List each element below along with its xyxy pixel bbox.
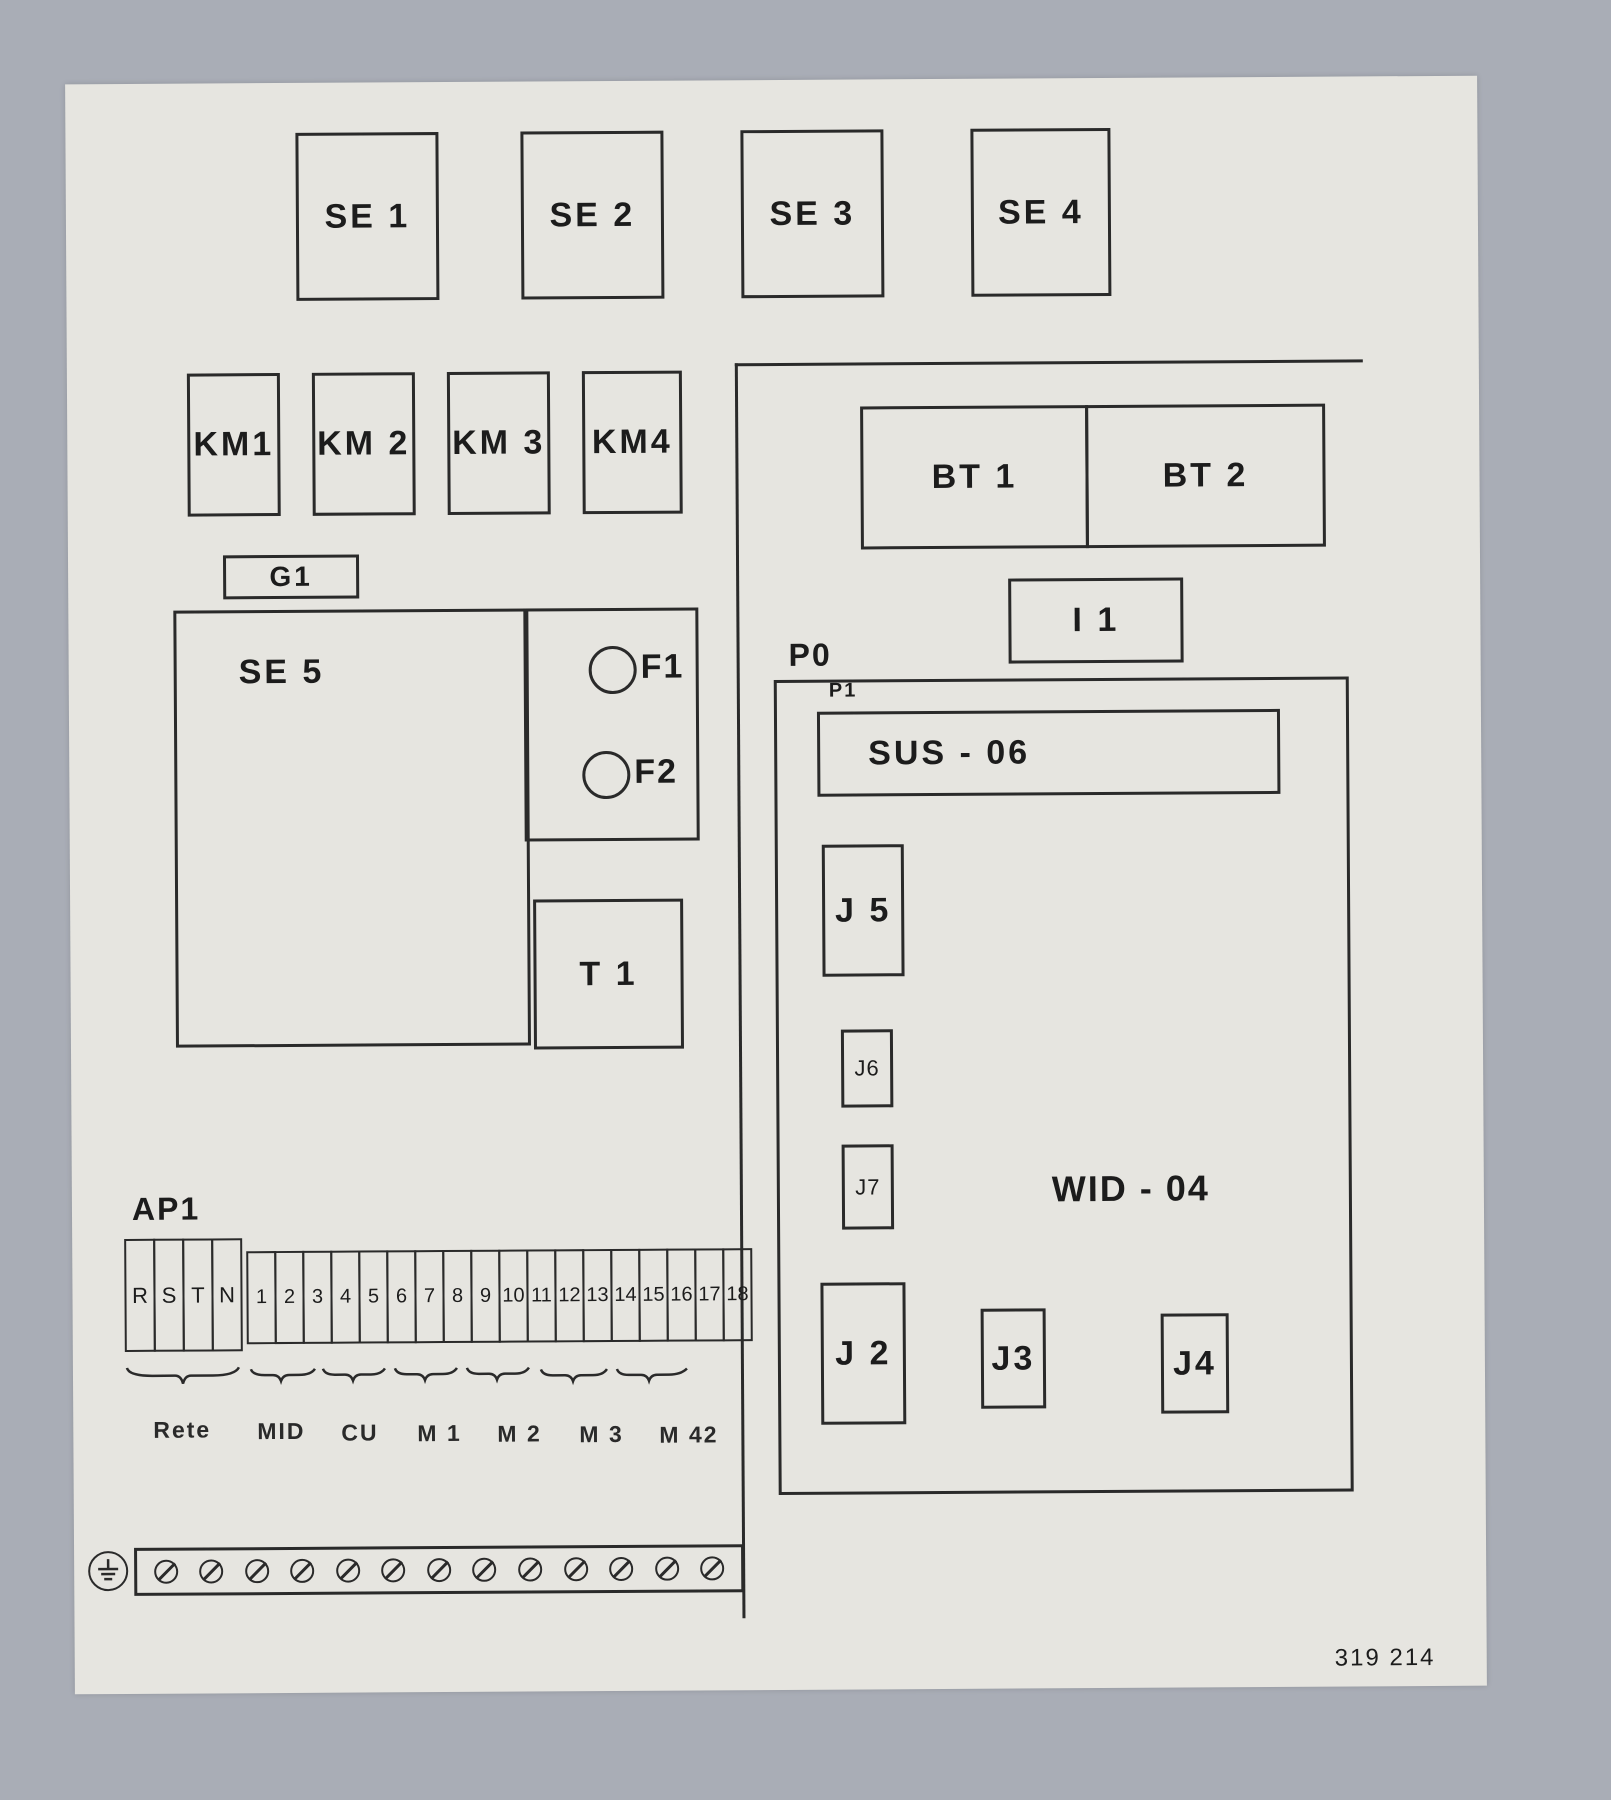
terminal-3: 3	[302, 1250, 333, 1344]
screw-icon	[609, 1556, 634, 1582]
jumper-j2: J 2	[820, 1282, 907, 1425]
screw-icon	[518, 1557, 543, 1582]
group-label-m1: M 1	[417, 1419, 462, 1447]
relay-se2: SE 2	[520, 130, 665, 300]
relay-se5-label: SE 5	[238, 652, 325, 692]
module-wid04-label: WID - 04	[1051, 1167, 1210, 1210]
terminal-14: 14	[610, 1248, 641, 1343]
screw-icon	[700, 1556, 725, 1581]
board-p1-label: P1	[828, 679, 858, 702]
contactor-km1: KM1	[186, 373, 281, 517]
terminal-s: S	[153, 1238, 185, 1352]
terminal-block-numbered: 1 2 3 4 5 6 7 8 9 10 11 12 13 14 15 16 1…	[246, 1248, 753, 1345]
fuse-f1-circle	[588, 645, 637, 695]
relay-se5: SE 5	[173, 608, 531, 1048]
terminal-block-label: AP1	[131, 1190, 201, 1227]
terminal-11: 11	[526, 1249, 557, 1343]
terminal-2: 2	[274, 1250, 305, 1345]
fuse-f2-circle	[582, 750, 631, 800]
group-label-cu: CU	[341, 1419, 379, 1446]
contactor-km4: KM4	[581, 370, 683, 515]
relay-se1: SE 1	[295, 132, 440, 301]
screw-icon	[427, 1557, 452, 1583]
terminal-15: 15	[638, 1248, 669, 1342]
ground-screw-strip	[134, 1544, 745, 1596]
fuse-f1-label: F1	[640, 647, 685, 686]
terminal-5: 5	[358, 1250, 389, 1344]
section-divider-horizontal	[734, 359, 1363, 367]
relay-se3: SE 3	[740, 129, 885, 299]
screw-icon	[244, 1559, 270, 1584]
terminal-10: 10	[498, 1249, 529, 1343]
screw-icon	[654, 1556, 679, 1581]
terminal-4: 4	[330, 1250, 361, 1344]
jumper-j7: J7	[841, 1144, 895, 1230]
jumper-j4: J4	[1160, 1313, 1230, 1414]
screw-icon	[290, 1558, 315, 1583]
terminal-16: 16	[666, 1248, 697, 1342]
screw-icon	[335, 1558, 361, 1583]
group-label-m3: M 3	[579, 1420, 624, 1448]
component-g1: G1	[222, 554, 360, 600]
jumper-j3: J3	[980, 1308, 1047, 1409]
part-number: 319 214	[1334, 1643, 1436, 1672]
terminal-r: R	[124, 1238, 156, 1352]
terminal-17: 17	[694, 1248, 725, 1342]
terminal-9: 9	[470, 1249, 501, 1343]
screw-icon	[153, 1559, 179, 1584]
module-sus06: SUS - 06	[816, 708, 1281, 797]
earth-ground-icon	[88, 1550, 129, 1592]
screw-icon	[199, 1559, 224, 1584]
terminal-1: 1	[246, 1251, 277, 1345]
group-label-rete: Rete	[153, 1416, 212, 1443]
battery-bt2: BT 2	[1085, 403, 1326, 549]
jumper-j5: J 5	[821, 844, 905, 977]
screw-icon	[563, 1557, 588, 1582]
fuse-holder	[523, 607, 700, 842]
terminal-group-braces	[125, 1366, 688, 1386]
fuse-f2-label: F2	[634, 752, 679, 791]
terminal-t: T	[182, 1238, 214, 1352]
terminal-13: 13	[582, 1249, 613, 1343]
battery-bt1: BT 1	[860, 405, 1089, 550]
transformer-t1: T 1	[533, 898, 684, 1050]
group-label-m2: M 2	[497, 1420, 542, 1447]
group-label-mid: MID	[257, 1417, 306, 1445]
terminal-18: 18	[722, 1248, 753, 1342]
terminal-12: 12	[554, 1249, 585, 1343]
terminal-block-phase: R S T N	[124, 1238, 243, 1352]
contactor-km3: KM 3	[446, 371, 551, 515]
terminal-8: 8	[442, 1249, 473, 1344]
contactor-km2: KM 2	[311, 372, 416, 516]
layout-label-sheet: SE 1 SE 2 SE 3 SE 4 KM1 KM 2 KM 3 KM4 BT…	[65, 75, 1487, 1695]
relay-se4: SE 4	[970, 127, 1112, 297]
component-i1: I 1	[1008, 577, 1184, 664]
jumper-j6: J6	[840, 1029, 894, 1108]
terminal-n: N	[211, 1238, 243, 1352]
terminal-6: 6	[386, 1250, 417, 1344]
terminal-7: 7	[414, 1250, 445, 1344]
group-label-m42: M 42	[659, 1421, 719, 1448]
screw-icon	[472, 1557, 497, 1582]
terminal-group-labels: Rete MID CU M 1 M 2 M 3 M 42	[129, 1416, 769, 1504]
board-p0-label: P0	[788, 636, 832, 673]
screw-icon	[381, 1558, 406, 1583]
